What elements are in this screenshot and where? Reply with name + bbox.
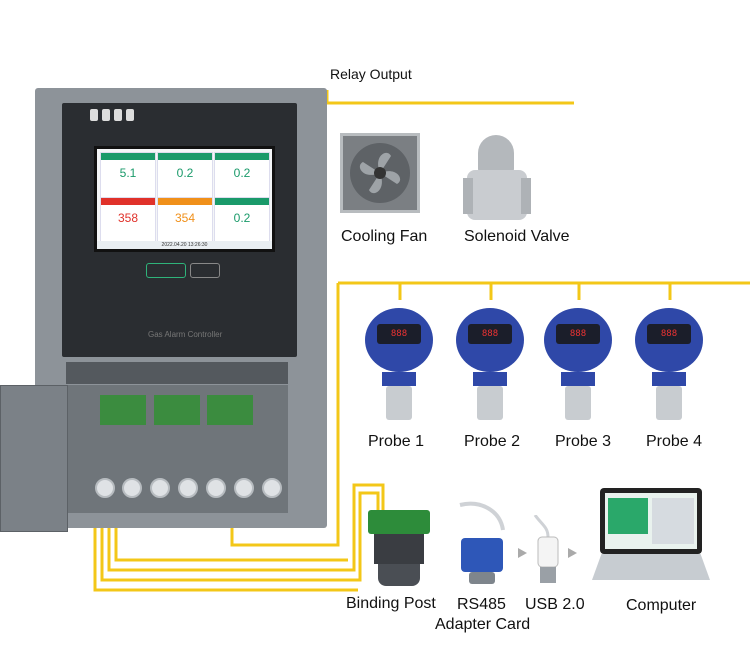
gas-probe: 888 (451, 300, 531, 420)
probe-neck (473, 372, 507, 386)
arrow-icon (518, 548, 527, 558)
valve-flange (521, 178, 531, 214)
probe-sensor (386, 386, 412, 420)
probe-display: 888 (377, 324, 421, 344)
reading-cell: 0.2 (157, 152, 213, 198)
usb-label: USB 2.0 (525, 596, 585, 613)
reading-cell: 5.1 (100, 152, 156, 198)
rs485-cable-icon (459, 501, 505, 584)
probe-sensor (477, 386, 503, 420)
reading-value: 5.1 (119, 166, 137, 180)
screen-datetime: 2022.04.20 13:26:30 (97, 241, 272, 249)
controller-name: Gas Alarm Controller (148, 330, 223, 339)
terminal-block (100, 395, 146, 425)
binding-post-icon (368, 510, 434, 590)
solenoid-valve-icon (467, 170, 527, 220)
probe-sensor (565, 386, 591, 420)
rs485-adapter-icon (455, 500, 515, 590)
rs485-label: RS485 (457, 596, 506, 613)
indicator-light (90, 109, 98, 121)
vent-grille (66, 362, 288, 384)
cable-gland (234, 478, 254, 498)
relay-output-label: Relay Output (330, 66, 412, 82)
cable-gland (122, 478, 142, 498)
indicator-light (102, 109, 110, 121)
probe-display: 888 (556, 324, 600, 344)
probe-display: 888 (468, 324, 512, 344)
probe-neck (652, 372, 686, 386)
fan-blades-icon (350, 143, 410, 203)
laptop-icon (592, 488, 710, 588)
reading-value: 0.2 (233, 211, 251, 225)
terminal-block (207, 395, 253, 425)
reading-cell: 358 (100, 197, 156, 243)
usb-plug-icon (533, 514, 559, 583)
controller-screen: 5.1 0.2 0.2 358 354 0.2 2022.04.20 13:26… (94, 146, 275, 252)
cooling-fan-label: Cooling Fan (341, 228, 428, 245)
gas-probe: 888 (360, 300, 440, 420)
gas-probe: 888 (630, 300, 710, 420)
valve-flange (463, 178, 473, 214)
solenoid-coil (478, 135, 514, 173)
reading-value: 354 (174, 211, 196, 225)
cable-gland (95, 478, 115, 498)
reading-cell: 0.2 (214, 197, 270, 243)
adapter-card-label: Adapter Card (435, 616, 531, 633)
probe-label-4: Probe 4 (646, 433, 703, 450)
usb-cable-icon (530, 514, 565, 585)
probe-sensor (656, 386, 682, 420)
arrow-icon (568, 548, 577, 558)
cable-gland (206, 478, 226, 498)
probe-display: 888 (647, 324, 691, 344)
reading-cell: 0.2 (214, 152, 270, 198)
silence-button[interactable] (146, 263, 186, 278)
gas-probe: 888 (539, 300, 619, 420)
solenoid-valve-label: Solenoid Valve (464, 228, 570, 245)
binding-post-label: Binding Post (346, 595, 436, 612)
cabinet-door (0, 385, 68, 532)
indicator-light (126, 109, 134, 121)
terminal-block (154, 395, 200, 425)
reading-value: 0.2 (176, 166, 194, 180)
menu-button[interactable] (190, 263, 220, 278)
cable-gland (178, 478, 198, 498)
probe-label-1: Probe 1 (368, 433, 425, 450)
probe-label-2: Probe 2 (464, 433, 521, 450)
cable-gland (262, 478, 282, 498)
reading-cell: 354 (157, 197, 213, 243)
reading-value: 358 (117, 211, 139, 225)
probe-neck (382, 372, 416, 386)
cooling-fan-icon (340, 133, 420, 213)
cable-gland (150, 478, 170, 498)
probe-label-3: Probe 3 (555, 433, 612, 450)
reading-value: 0.2 (233, 166, 251, 180)
computer-label: Computer (626, 597, 697, 614)
indicator-light (114, 109, 122, 121)
probe-neck (561, 372, 595, 386)
